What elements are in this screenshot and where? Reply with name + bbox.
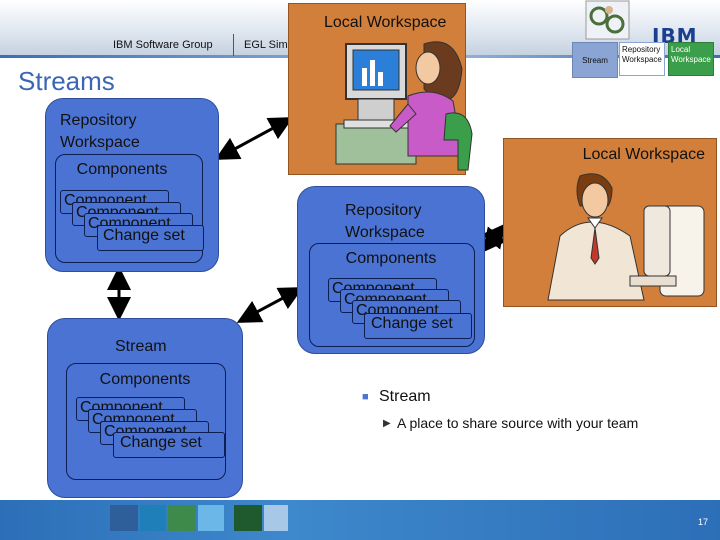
- repository-workspace-center-components-label: Components: [309, 250, 473, 268]
- page-number: 17: [698, 517, 708, 527]
- square-bullet-icon: ■: [362, 391, 369, 403]
- woman-at-computer-icon: [296, 34, 488, 172]
- change-set-card: Change set: [364, 313, 472, 339]
- stream-label: Stream: [47, 338, 241, 356]
- bullet-stream: Stream: [379, 388, 431, 406]
- triangle-bullet-icon: ▶: [383, 418, 391, 429]
- change-set-card: Change set: [97, 225, 204, 251]
- arrow-repo-center-to-local-right: [486, 228, 502, 248]
- bullet-stream-description: A place to share source with your team: [397, 415, 638, 431]
- repository-workspace-center-label: Repository Workspace: [297, 200, 483, 244]
- arrow-stream-to-repo-center: [242, 290, 298, 320]
- local-workspace-top-label: Local Workspace: [288, 14, 498, 32]
- repository-workspace-left-components-label: Components: [55, 161, 189, 179]
- man-at-computer-icon: [540, 166, 710, 302]
- stream-components-label: Components: [66, 371, 224, 389]
- local-workspace-right-label: Local Workspace: [503, 146, 713, 164]
- repository-workspace-left-label: Repository Workspace: [60, 110, 180, 154]
- footer-band: [0, 500, 720, 540]
- change-set-card: Change set: [113, 432, 225, 458]
- arrow-repo-left-to-local-top: [220, 120, 288, 157]
- footer-decorative-images: [110, 503, 290, 535]
